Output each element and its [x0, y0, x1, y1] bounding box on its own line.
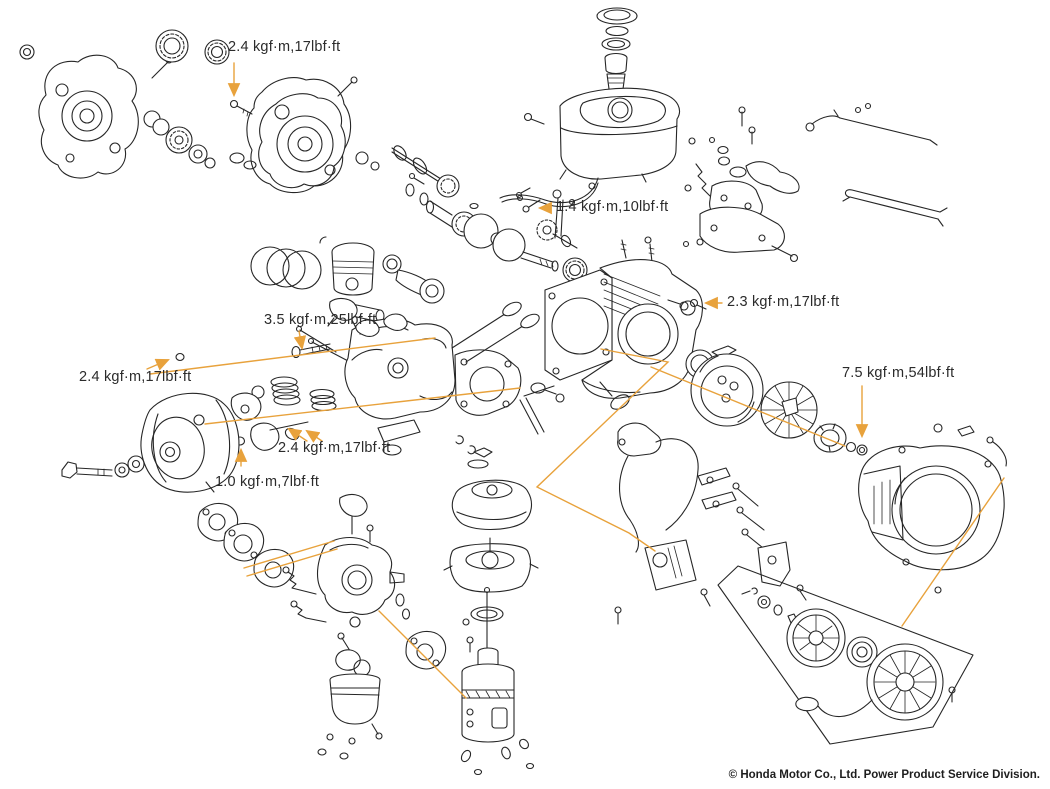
cover-bolt — [229, 99, 253, 117]
torque-label-crankcase-bolt: 2.4 kgf·m,17lbf·ft — [228, 39, 341, 55]
fan-cover-group — [858, 423, 1007, 571]
crankcase-cover-group — [19, 29, 257, 179]
recoil-starter-group — [717, 565, 974, 745]
fuel-tank-group — [499, 7, 681, 208]
torque-label-connecting-rod: 1.4 kgf·m,10lbf·ft — [556, 199, 669, 215]
camshaft-group — [391, 145, 460, 206]
cylinder-head-group — [175, 301, 555, 456]
cylinder-block-group — [530, 239, 707, 403]
carburetor-group — [197, 493, 447, 760]
torque-label-pivot-bolt: 2.4 kgf·m,17lbf·ft — [278, 440, 391, 456]
torque-arrows — [146, 62, 869, 467]
piston-group — [250, 236, 445, 329]
torque-label-block-bolt: 2.3 kgf·m,17lbf·ft — [727, 294, 840, 310]
governor-rod-group — [805, 102, 948, 227]
leader-lines — [149, 337, 1005, 699]
torque-label-rocker-nut: 2.4 kgf·m,17lbf·ft — [79, 369, 192, 385]
crankshaft-group — [425, 187, 588, 283]
air-cleaner-group — [443, 447, 539, 776]
crankcase-gasket-group — [246, 76, 380, 194]
ignition-group — [599, 381, 807, 607]
torque-label-cap-nut: 1.0 kgf·m,7lbf·ft — [215, 474, 320, 490]
torque-label-head-bolt: 3.5 kgf·m,25lbf·ft — [264, 312, 377, 328]
torque-label-flywheel-nut: 7.5 kgf·m,54lbf·ft — [842, 365, 955, 381]
muffler-group — [61, 392, 240, 493]
flywheel-group — [685, 345, 868, 456]
control-lever-group — [688, 106, 800, 263]
copyright-notice: © Honda Motor Co., Ltd. Power Product Se… — [728, 769, 1040, 781]
small-hardware — [614, 136, 942, 625]
